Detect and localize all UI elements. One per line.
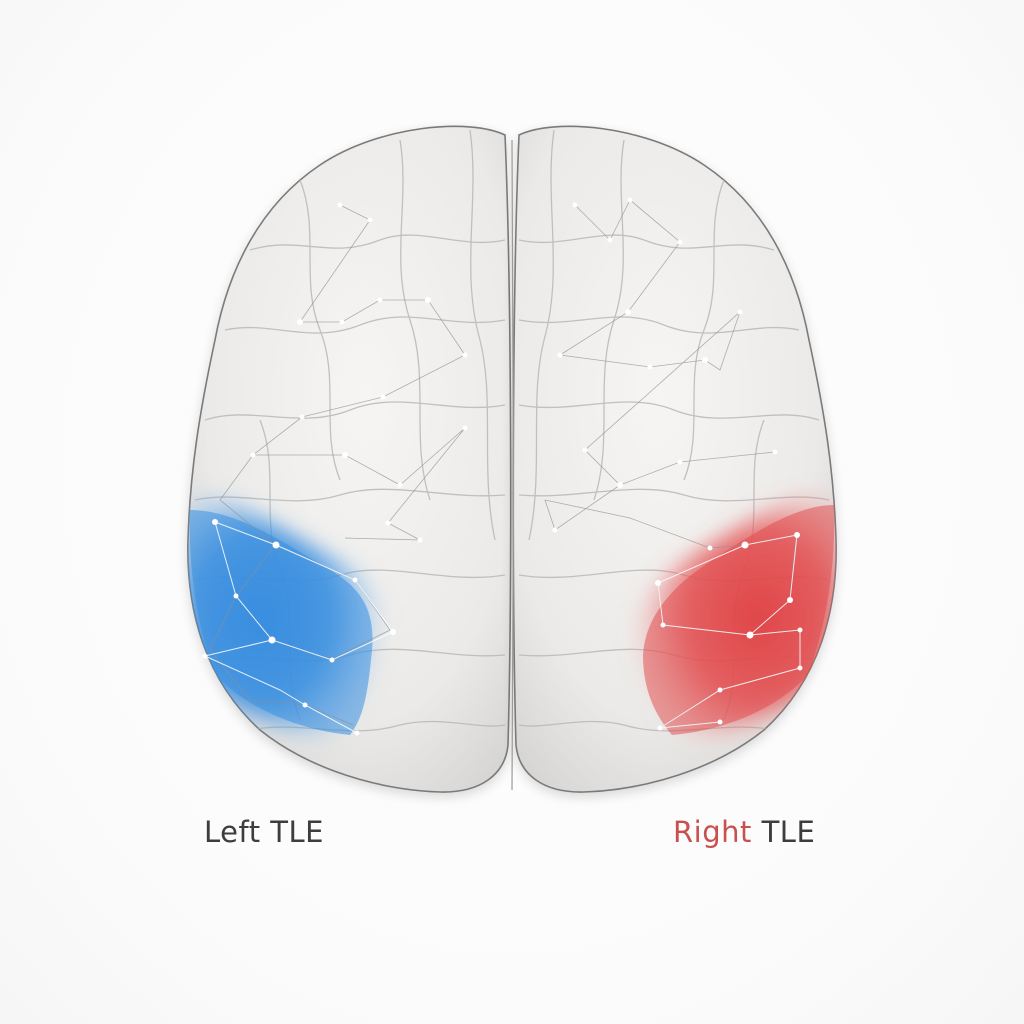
right-tle-label: Right TLE — [673, 815, 815, 849]
longitudinal-fissure — [511, 139, 515, 791]
right-tle-label-prefix: Right — [673, 815, 752, 849]
left-tle-label-prefix: Left — [204, 815, 261, 849]
left-tle-label: Left TLE — [204, 815, 324, 849]
right-tle-label-suffix: TLE — [751, 815, 816, 849]
left-tle-highlight — [187, 490, 387, 745]
right-tle-highlight — [628, 489, 837, 745]
left-tle-label-suffix: TLE — [260, 815, 324, 849]
network-nodes — [202, 197, 803, 736]
